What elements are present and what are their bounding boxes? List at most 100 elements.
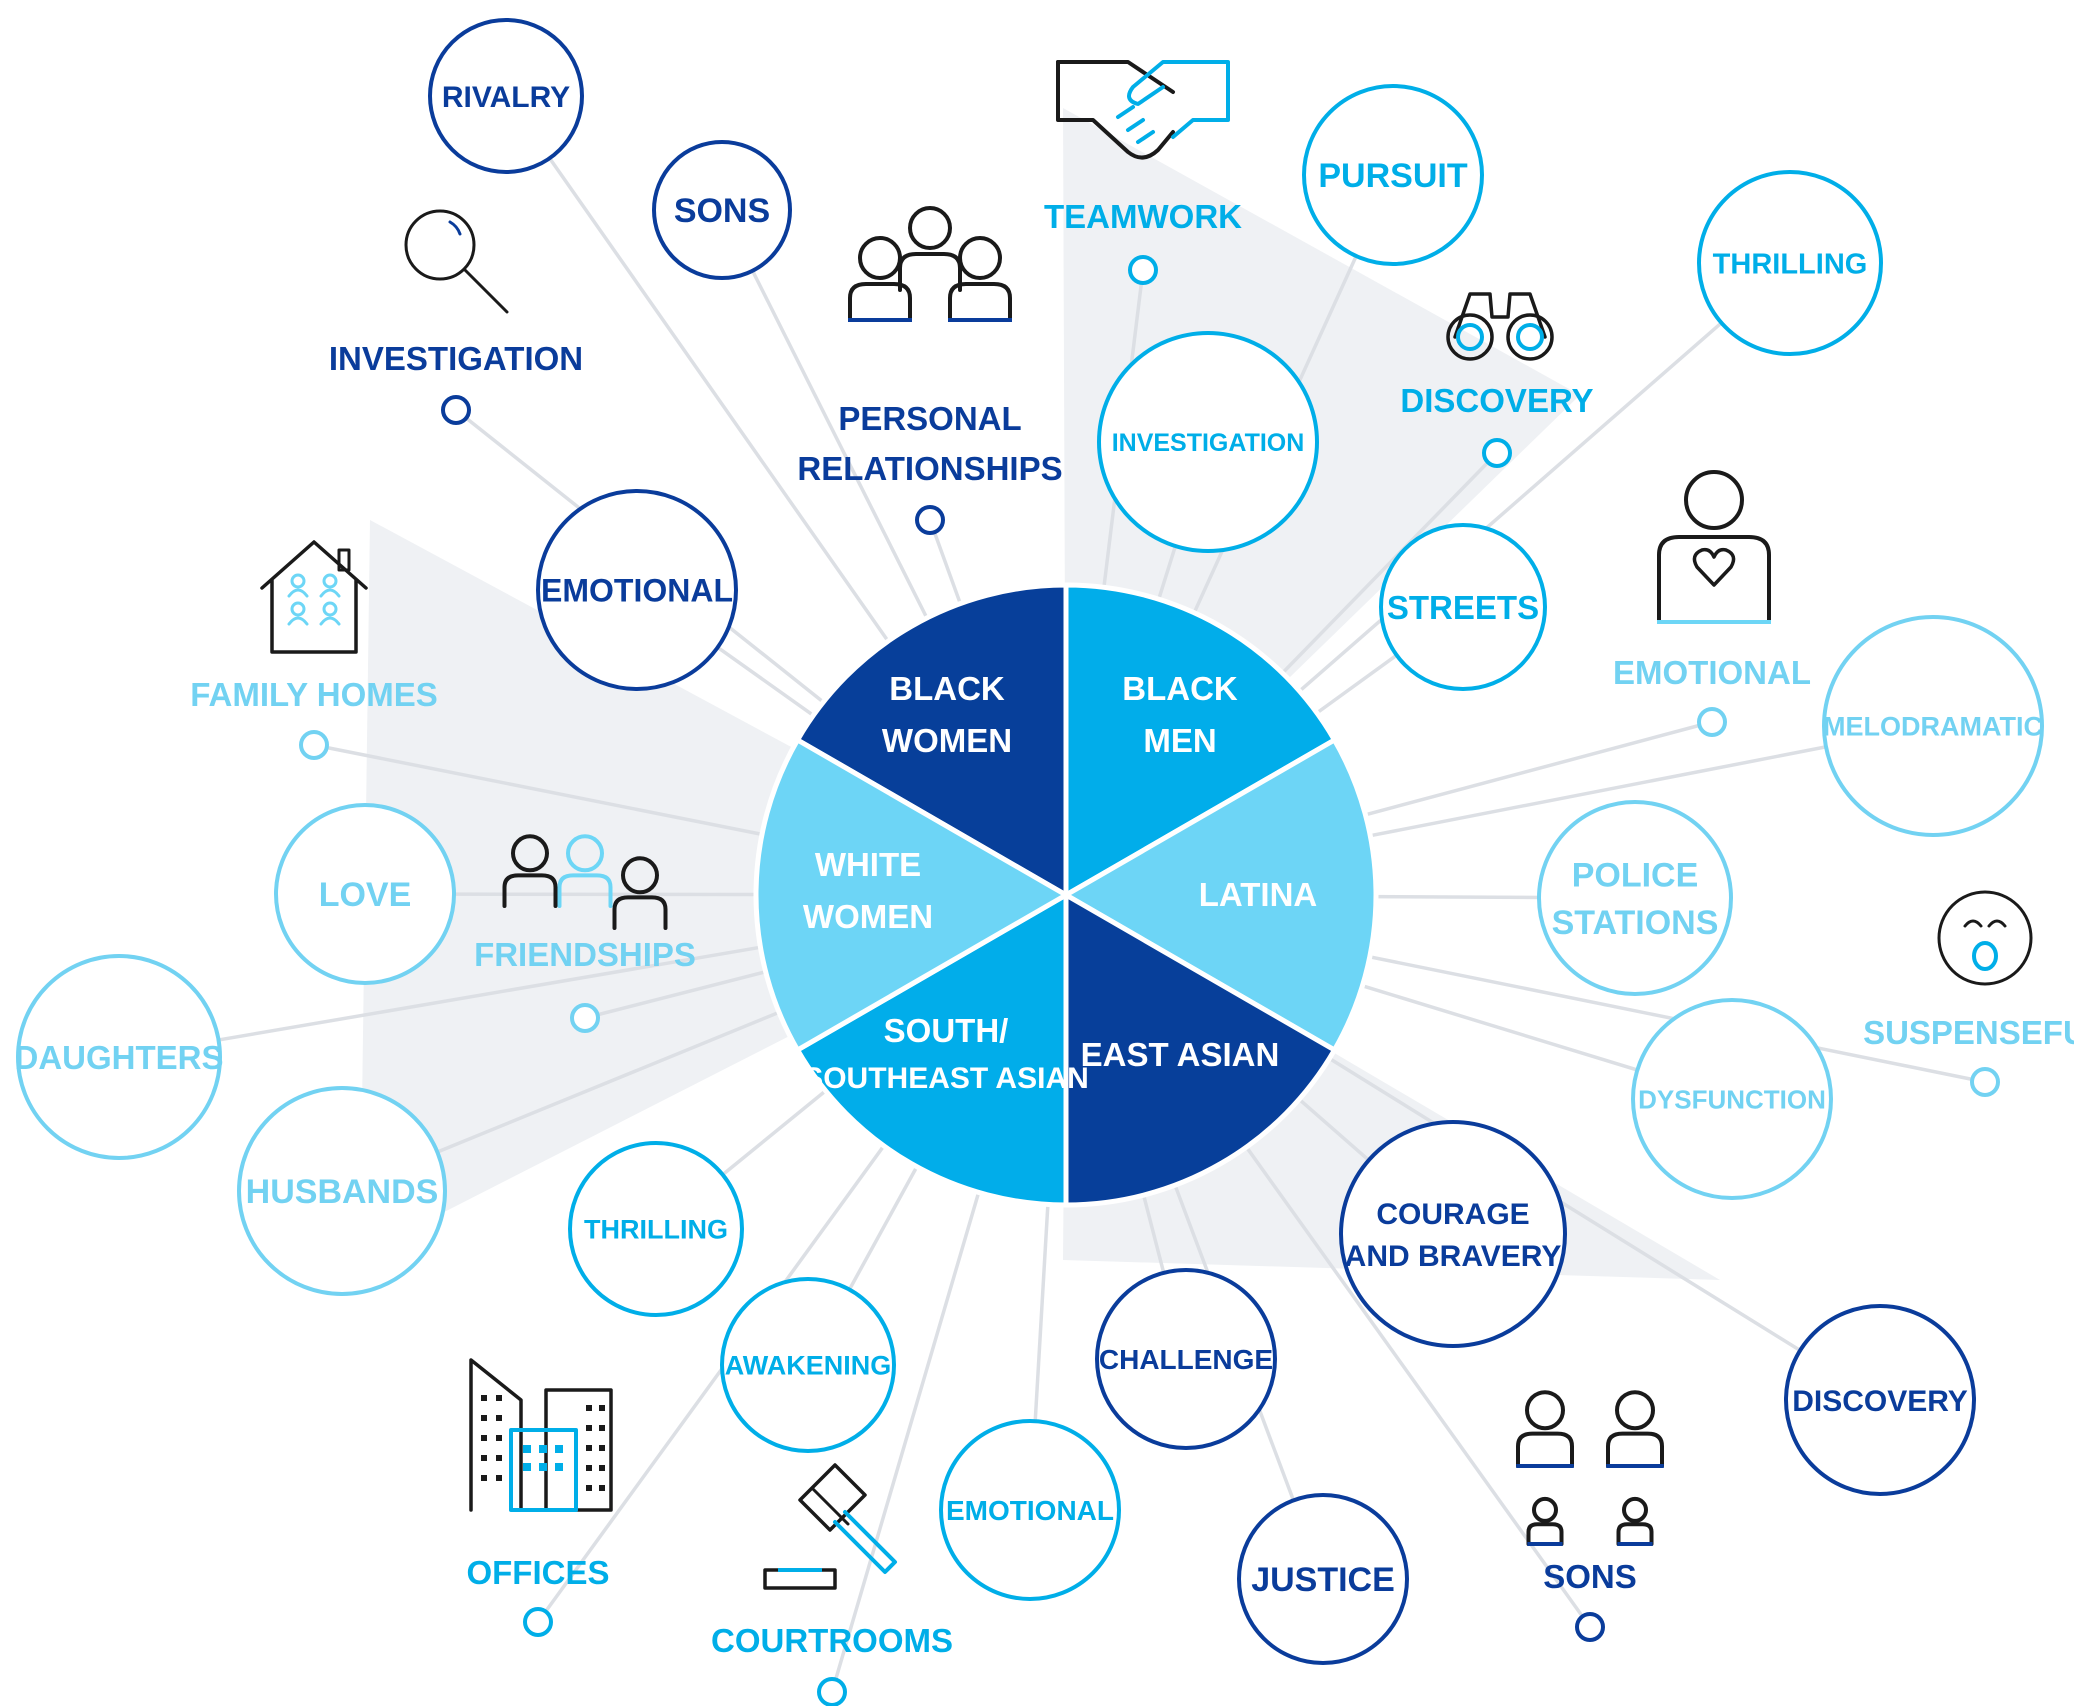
- theme-node-investigation-bm[interactable]: INVESTIGATION: [1097, 331, 1319, 553]
- theme-node-courage-bravery[interactable]: COURAGE AND BRAVERY: [1339, 1120, 1567, 1348]
- connector-dot: [299, 730, 329, 760]
- theme-label: MELODRAMATIC: [1823, 712, 2043, 742]
- icon-theme-label: DISCOVERY: [1400, 382, 1593, 419]
- icon-theme-sons-ea[interactable]: SONS: [1516, 1390, 1664, 1642]
- theme-node-justice[interactable]: JUSTICE: [1237, 1493, 1409, 1665]
- family-icon: [1516, 1390, 1664, 1546]
- theme-circle: [1097, 331, 1319, 553]
- icon-theme-label: PERSONAL: [838, 400, 1021, 437]
- theme-circle: [1822, 615, 2044, 837]
- icon-theme-courtrooms[interactable]: COURTROOMS: [711, 1463, 953, 1706]
- theme-node-discovery-ea[interactable]: DISCOVERY: [1784, 1304, 1976, 1496]
- theme-node-streets[interactable]: STREETS: [1379, 523, 1547, 691]
- theme-node-rivalry[interactable]: RIVALRY: [428, 18, 584, 174]
- connector-line: [1326, 1055, 1881, 1402]
- pie-label-latina: LATINA: [1199, 876, 1318, 913]
- pie-segment-latina: [1060, 736, 1379, 1054]
- connector-line: [118, 945, 763, 1059]
- connector-dot: [523, 1607, 553, 1637]
- connector-line: [1296, 261, 1792, 694]
- theme-node-emotional-bw[interactable]: EMOTIONAL: [536, 489, 738, 691]
- pie-segment-black-men: [1063, 582, 1338, 900]
- theme-node-challenge[interactable]: CHALLENGE: [1095, 1268, 1277, 1450]
- pie-label-east-asian: EAST ASIAN: [1081, 1036, 1280, 1073]
- icon-theme-label: TEAMWORK: [1044, 198, 1242, 235]
- theme-label: SONS: [674, 192, 770, 230]
- theme-circle: [1339, 1120, 1567, 1348]
- icon-theme-label: EMOTIONAL: [1613, 654, 1811, 691]
- icon-theme-emotional-latina[interactable]: EMOTIONAL: [1613, 470, 1811, 737]
- theme-label: INVESTIGATION: [1112, 429, 1305, 457]
- icon-theme-label: OFFICES: [466, 1554, 609, 1591]
- theme-node-thrilling-sa[interactable]: THRILLING: [568, 1141, 744, 1317]
- theme-node-sons-top[interactable]: SONS: [652, 140, 792, 280]
- icon-theme-label: RELATIONSHIPS: [797, 450, 1062, 487]
- theme-circle: [428, 18, 584, 174]
- connector-dot: [817, 1677, 847, 1706]
- connector-line: [720, 209, 930, 621]
- icon-theme-suspenseful[interactable]: SUSPENSEFUL: [1863, 890, 2074, 1097]
- icon-theme-label: FRIENDSHIPS: [474, 936, 696, 973]
- theme-node-love[interactable]: LOVE: [274, 803, 456, 985]
- theme-label: STREETS: [1387, 589, 1539, 626]
- icon-theme-friendships[interactable]: FRIENDSHIPS: [474, 834, 696, 1033]
- theme-label: COURAGE: [1376, 1198, 1529, 1231]
- pie-label-south-southeast-asian: SOUTH/: [884, 1012, 1009, 1049]
- pie-label-south-southeast-asian: SOUTHEAST ASIAN: [803, 1062, 1089, 1095]
- icon-theme-family-homes[interactable]: FAMILY HOMES: [190, 540, 438, 760]
- connector-dot: [1482, 438, 1512, 468]
- theme-node-pursuit[interactable]: PURSUIT: [1302, 84, 1484, 266]
- theme-label: EMOTIONAL: [946, 1495, 1114, 1526]
- connector-line: [536, 1143, 887, 1624]
- icon-theme-label: SONS: [1543, 1558, 1637, 1595]
- theme-circle: [939, 1419, 1121, 1601]
- theme-circle: [720, 1277, 896, 1453]
- theme-node-police-stations[interactable]: POLICE STATIONS: [1537, 800, 1733, 996]
- pie-label-black-men: MEN: [1143, 722, 1216, 759]
- binoculars-icon: [1446, 292, 1554, 361]
- theme-label: AWAKENING: [725, 1351, 892, 1381]
- icon-theme-label: COURTROOMS: [711, 1622, 953, 1659]
- connector-line: [1279, 451, 1499, 676]
- theme-node-melodramatic[interactable]: MELODRAMATIC: [1822, 615, 2044, 837]
- theme-label: THRILLING: [584, 1215, 728, 1245]
- theme-label: RIVALRY: [442, 81, 570, 114]
- theme-node-dysfunction[interactable]: DYSFUNCTION: [1631, 998, 1833, 1200]
- connector-dot: [1970, 1067, 2000, 1097]
- magnifier-icon: [404, 209, 509, 314]
- connector-dot: [1128, 255, 1158, 285]
- theme-node-awakening[interactable]: AWAKENING: [720, 1277, 896, 1453]
- office-buildings-icon: [469, 1358, 613, 1512]
- icon-theme-label: INVESTIGATION: [329, 340, 583, 377]
- theme-node-husbands[interactable]: HUSBANDS: [237, 1086, 447, 1296]
- pie-label-black-women: WOMEN: [882, 722, 1012, 759]
- theme-label: POLICE: [1572, 856, 1699, 894]
- theme-circle: [274, 803, 456, 985]
- handshake-icon: [1056, 60, 1230, 160]
- pie-segment-black-women: [794, 582, 1069, 900]
- theme-label: AND BRAVERY: [1345, 1240, 1562, 1273]
- person-heart-icon: [1657, 470, 1771, 624]
- group-people-icon: [848, 206, 1012, 322]
- connector-dot: [441, 395, 471, 425]
- theme-label: PURSUIT: [1318, 157, 1467, 195]
- connector-line: [928, 519, 963, 607]
- pie-segment-white-women: [753, 736, 1072, 1054]
- theme-circle: [16, 954, 222, 1160]
- icon-labelled-themes: INVESTIGATION PERSONAL RELATIONSHIPS TEAMWO…: [190, 60, 2074, 1706]
- theme-label: JUSTICE: [1251, 1561, 1395, 1599]
- icon-theme-teamwork[interactable]: TEAMWORK: [1044, 60, 1242, 285]
- theme-node-daughters[interactable]: DAUGHTERS: [14, 954, 224, 1160]
- theme-circle: [1537, 800, 1733, 996]
- theme-label: EMOTIONAL: [541, 573, 733, 609]
- theme-circle: [536, 489, 738, 691]
- background-wedge: [360, 520, 1066, 1255]
- icon-theme-discovery-bm[interactable]: DISCOVERY: [1400, 292, 1594, 468]
- connector-dot: [1697, 707, 1727, 737]
- theme-label: STATIONS: [1552, 904, 1719, 942]
- icon-theme-offices[interactable]: OFFICES: [466, 1358, 613, 1637]
- theme-node-emotional-sa[interactable]: EMOTIONAL: [939, 1419, 1121, 1601]
- theme-node-thrilling-bm[interactable]: THRILLING: [1697, 170, 1883, 356]
- icon-theme-investigation-bw[interactable]: INVESTIGATION: [329, 209, 583, 425]
- icon-theme-personal-relationships[interactable]: PERSONAL RELATIONSHIPS: [797, 206, 1063, 535]
